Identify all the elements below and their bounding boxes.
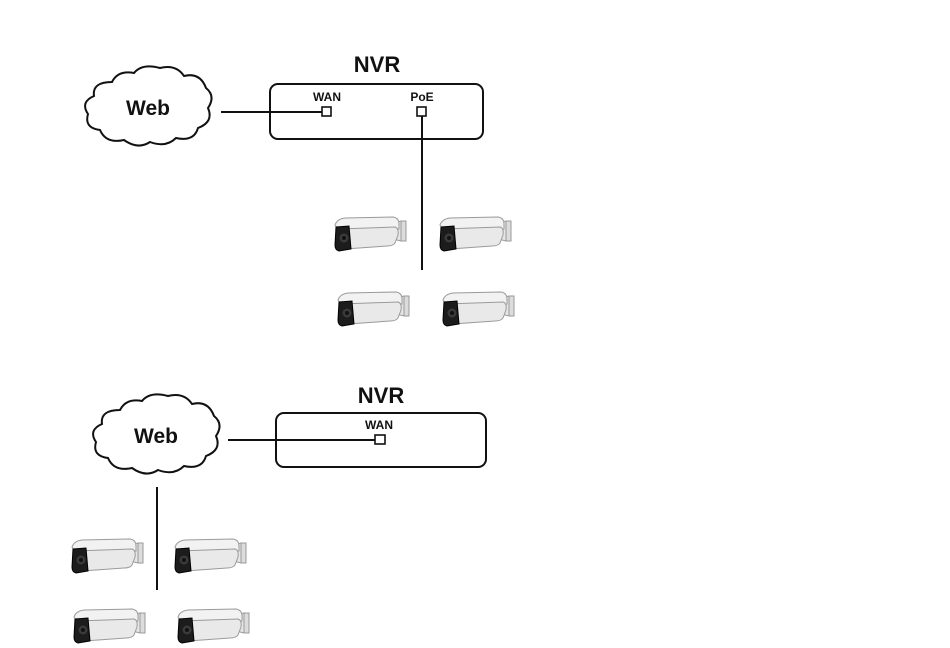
camera-icon xyxy=(338,292,409,326)
nvr-title: NVR xyxy=(358,383,405,408)
camera-icon xyxy=(178,609,249,643)
camera-icon xyxy=(335,217,406,251)
poe-port xyxy=(417,107,426,116)
camera-icon xyxy=(440,217,511,251)
wan-port-label: WAN xyxy=(313,90,341,104)
web-cloud-top: Web xyxy=(85,66,211,145)
web-cloud-label: Web xyxy=(134,425,178,448)
camera-icon xyxy=(443,292,514,326)
camera-icon xyxy=(175,539,246,573)
wan-port-label: WAN xyxy=(365,418,393,432)
camera-icon xyxy=(74,609,145,643)
wan-port xyxy=(375,435,385,444)
nvr-title: NVR xyxy=(354,52,401,77)
wan-port xyxy=(322,107,331,116)
web-cloud-label: Web xyxy=(126,97,170,120)
diagram-top: Web NVR WAN PoE xyxy=(85,52,514,326)
poe-port-label: PoE xyxy=(410,90,433,104)
diagram-bottom: Web NVR WAN xyxy=(72,383,486,643)
camera-icon xyxy=(72,539,143,573)
web-cloud-bottom: Web xyxy=(93,394,219,473)
